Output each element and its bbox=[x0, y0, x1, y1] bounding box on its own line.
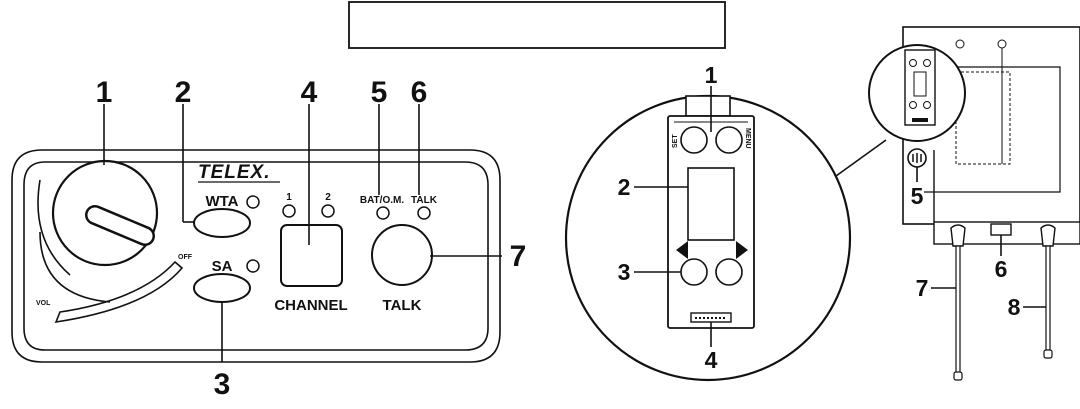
talk-led bbox=[418, 207, 430, 219]
channel-led-2-label: 2 bbox=[325, 192, 331, 203]
lcd-display bbox=[688, 168, 734, 240]
detail-callout-4: 4 bbox=[705, 347, 718, 373]
detail-callout-3: 3 bbox=[618, 259, 631, 285]
side-callout-7: 7 bbox=[916, 275, 929, 301]
side-callout-5: 5 bbox=[911, 183, 924, 209]
antenna-left bbox=[951, 225, 965, 380]
left-callout-7: 7 bbox=[510, 240, 527, 273]
side-callout-8: 8 bbox=[1008, 294, 1021, 320]
set-button[interactable] bbox=[681, 127, 707, 153]
side-jack bbox=[908, 149, 926, 167]
channel-led-1 bbox=[283, 205, 295, 217]
battery-connector bbox=[691, 313, 731, 322]
brand-logo: TELEX. bbox=[198, 162, 271, 183]
side-clip bbox=[991, 224, 1011, 235]
volume-knob bbox=[53, 161, 157, 265]
title-box bbox=[349, 2, 725, 48]
off-label: OFF bbox=[178, 254, 193, 261]
side-mini-panel bbox=[905, 50, 935, 125]
left-callout-6: 6 bbox=[411, 76, 428, 109]
channel-button[interactable] bbox=[281, 225, 342, 286]
menu-button[interactable] bbox=[716, 127, 742, 153]
sa-button[interactable] bbox=[194, 274, 250, 302]
right-arrow-button[interactable] bbox=[716, 259, 742, 285]
left-arrow-button[interactable] bbox=[681, 259, 707, 285]
left-callout-4: 4 bbox=[301, 76, 318, 109]
sa-label: SA bbox=[212, 258, 233, 275]
sa-led bbox=[247, 260, 259, 272]
talk-indicator-label: TALK bbox=[411, 195, 438, 206]
set-label: SET bbox=[672, 134, 679, 148]
bat-led bbox=[377, 207, 389, 219]
talk-button[interactable] bbox=[372, 225, 432, 285]
wta-button[interactable] bbox=[194, 209, 250, 237]
left-callout-1: 1 bbox=[96, 76, 113, 109]
menu-label: MENU bbox=[744, 128, 751, 149]
wta-label: WTA bbox=[205, 193, 238, 210]
magnifier-connector bbox=[836, 140, 886, 176]
detail-callout-1: 1 bbox=[705, 62, 718, 88]
left-callout-5: 5 bbox=[371, 76, 388, 109]
side-callout-6: 6 bbox=[995, 256, 1008, 282]
channel-led-2 bbox=[322, 205, 334, 217]
volume-ramp bbox=[56, 262, 182, 322]
talk-button-label: TALK bbox=[383, 297, 422, 314]
wta-led bbox=[247, 196, 259, 208]
left-callout-3: 3 bbox=[214, 368, 231, 401]
channel-label: CHANNEL bbox=[274, 297, 347, 314]
bat-indicator-label: BAT/O.M. bbox=[360, 195, 404, 206]
detail-callout-2: 2 bbox=[618, 174, 631, 200]
left-callout-2: 2 bbox=[175, 76, 192, 109]
vol-label: VOL bbox=[36, 300, 51, 307]
antenna-right bbox=[1041, 225, 1055, 358]
channel-led-1-label: 1 bbox=[286, 192, 292, 203]
